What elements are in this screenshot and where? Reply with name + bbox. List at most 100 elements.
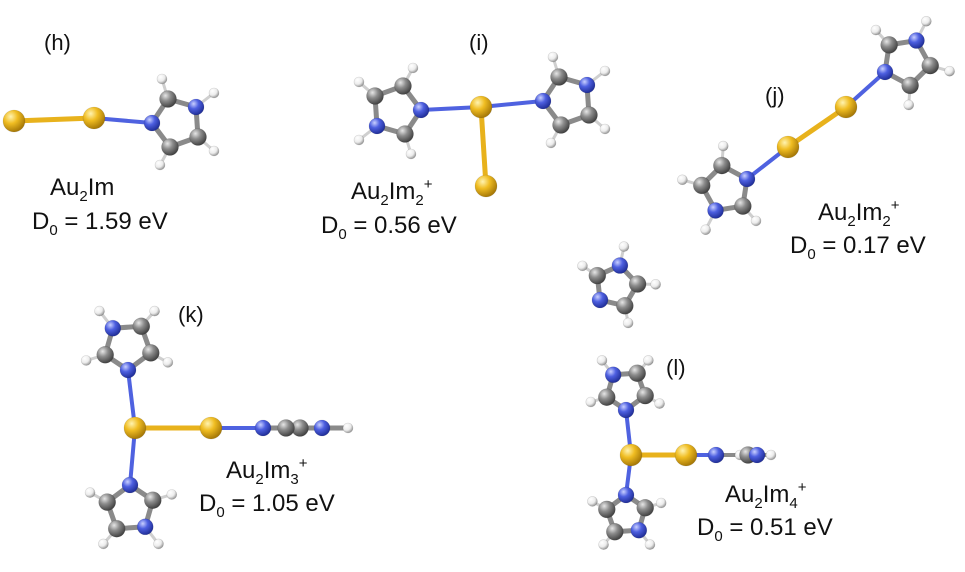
- nitrogen-atom: [707, 446, 725, 464]
- panel-label-l: (l): [666, 355, 686, 380]
- carbon-atom: [692, 176, 711, 195]
- carbon-atom: [616, 296, 634, 315]
- hydrogen-atom: [644, 539, 656, 550]
- gold-atom: [199, 416, 223, 440]
- carbon-atom: [550, 68, 568, 86]
- hydrogen-atom: [153, 538, 164, 550]
- hydrogen-atom: [545, 137, 557, 149]
- carbon-atom: [713, 156, 731, 175]
- carbon-atom: [880, 36, 898, 54]
- formula-i: Au2Im2+: [351, 176, 433, 209]
- carbon-atom: [161, 138, 179, 156]
- nitrogen-atom: [617, 486, 635, 504]
- hydrogen-atom: [921, 15, 932, 27]
- formula-l: Au2Im4+: [725, 479, 807, 512]
- panel-label-k: (k): [178, 302, 204, 327]
- carbon-atom: [588, 266, 607, 285]
- nitrogen-atom: [578, 76, 596, 94]
- bond: [11, 115, 97, 124]
- bond: [785, 104, 849, 150]
- hydrogen-atom: [353, 134, 365, 146]
- carbon-atom: [189, 128, 207, 146]
- gold-atom: [619, 443, 643, 467]
- hydrogen-atom: [655, 497, 667, 509]
- nitrogen-atom: [908, 32, 925, 49]
- carbon-atom: [366, 87, 384, 105]
- hydrogen-atom: [166, 489, 178, 500]
- carbon-atom: [142, 344, 160, 362]
- hydrogen-atom: [765, 449, 777, 461]
- hydrogen-atom: [156, 73, 168, 85]
- gold-atom: [674, 443, 698, 467]
- formula-j: Au2Im2+: [818, 197, 900, 230]
- hydrogen-atom: [598, 539, 609, 550]
- hydrogen-atom: [622, 317, 634, 329]
- carbon-atom: [628, 364, 647, 383]
- hydrogen-atom: [154, 159, 166, 171]
- bond: [478, 104, 489, 189]
- hydrogen-atom: [870, 24, 882, 36]
- gold-atom: [776, 135, 800, 159]
- carbon-atom: [394, 77, 412, 95]
- hydrogen-atom: [98, 538, 109, 550]
- hydrogen-atom: [547, 51, 559, 63]
- carbon-atom: [132, 317, 151, 336]
- gold-atom: [469, 95, 493, 119]
- hydrogen-atom: [654, 398, 665, 409]
- carbon-atom: [734, 197, 752, 215]
- d0-k: D0 = 1.05 eV: [199, 490, 335, 521]
- nitrogen-atom: [604, 366, 622, 384]
- hydrogen-atom: [84, 487, 96, 498]
- nitrogen-atom: [617, 401, 635, 419]
- nitrogen-atom: [611, 257, 629, 274]
- carbon-atom: [597, 388, 616, 407]
- hydrogen-atom: [94, 305, 105, 317]
- nitrogen-atom: [254, 419, 272, 437]
- carbon-atom: [552, 116, 570, 134]
- nitrogen-atom: [591, 291, 609, 309]
- formula-k: Au2Im3+: [226, 455, 308, 488]
- hydrogen-atom: [149, 305, 160, 317]
- hydrogen-atom: [208, 87, 220, 99]
- hydrogen-atom: [407, 62, 419, 74]
- carbon-atom: [107, 519, 126, 538]
- gold-atom: [123, 416, 147, 440]
- panel-label-h: (h): [44, 30, 71, 55]
- nitrogen-atom: [630, 521, 648, 539]
- hydrogen-atom: [618, 241, 630, 252]
- hydrogen-atom: [903, 99, 915, 111]
- hydrogen-atom: [208, 145, 220, 157]
- carbon-atom: [636, 498, 655, 517]
- nitrogen-atom: [707, 202, 724, 219]
- panel-label-i: (i): [469, 30, 489, 55]
- carbon-atom: [96, 345, 114, 364]
- hydrogen-atom: [587, 496, 598, 507]
- hydrogen-atom: [750, 215, 762, 227]
- hydrogen-atom: [643, 355, 654, 366]
- nitrogen-atom: [136, 518, 154, 536]
- d0-j: D0 = 0.17 eV: [790, 232, 926, 263]
- nitrogen-atom: [738, 170, 756, 188]
- nitrogen-atom: [121, 476, 139, 494]
- carbon-atom: [901, 76, 919, 95]
- panel-label-j: (j): [765, 83, 785, 108]
- carbon-atom: [396, 125, 414, 143]
- hydrogen-atom: [585, 396, 597, 408]
- hydrogen-atom: [353, 76, 365, 88]
- nitrogen-atom: [143, 114, 161, 132]
- carbon-atom: [628, 275, 647, 293]
- hydrogen-atom: [162, 357, 174, 368]
- nitrogen-atom: [748, 446, 766, 464]
- hydrogen-atom: [342, 422, 354, 434]
- gold-atom: [2, 109, 26, 133]
- d0-l: D0 = 0.51 eV: [697, 514, 833, 545]
- hydrogen-atom: [599, 65, 611, 77]
- carbon-atom: [277, 419, 295, 437]
- hydrogen-atom: [599, 123, 611, 135]
- nitrogen-atom: [368, 117, 386, 135]
- hydrogen-atom: [80, 355, 92, 366]
- hydrogen-atom: [405, 148, 417, 160]
- nitrogen-atom: [534, 92, 552, 110]
- carbon-atom: [144, 491, 162, 510]
